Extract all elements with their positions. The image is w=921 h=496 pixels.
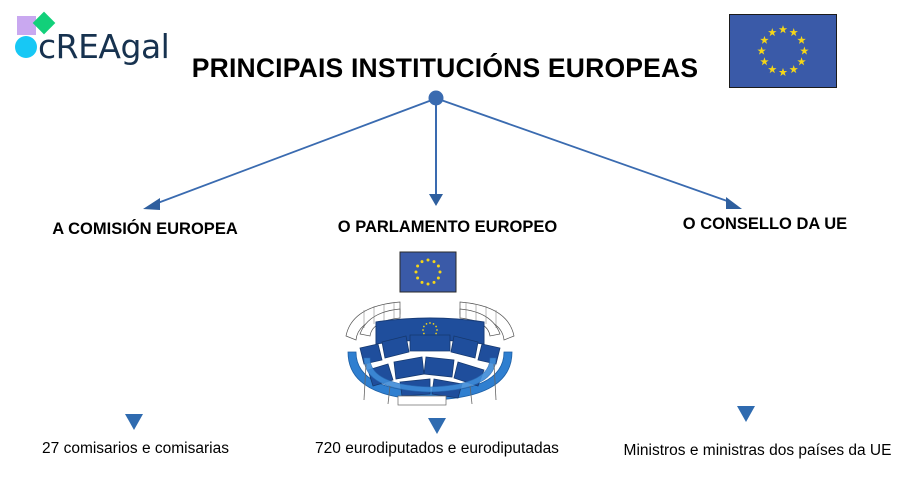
logo-square-icon (17, 16, 36, 35)
arrowhead-parliament-caption (428, 418, 446, 434)
page-title: PRINCIPAIS INSTITUCIÓNS EUROPEAS (191, 53, 699, 83)
branch-label-parliament: O PARLAMENTO EUROPEO (337, 218, 558, 236)
logo-mark (14, 11, 60, 60)
connector-root-to-council (440, 99, 731, 203)
european-union-flag-icon (729, 14, 837, 88)
illustration-inner-desks (359, 334, 501, 399)
illustration-flag-stars (414, 258, 442, 286)
logo-circle-icon (15, 36, 37, 58)
arrowhead-parliament (429, 194, 443, 206)
illustration-front-desk (397, 395, 447, 406)
european-parliament-illustration (345, 251, 515, 406)
root-node (428, 90, 444, 106)
arrowhead-council (726, 197, 742, 209)
caption-council: Ministros e ministras dos países da UE (623, 442, 892, 459)
illustration-outer-ring (347, 351, 513, 401)
branch-label-council: O CONSELLO DA UE (682, 215, 848, 233)
branch-label-commission: A COMISIÓN EUROPEA (52, 220, 238, 238)
arrowhead-council-caption (737, 406, 755, 422)
illustration-mid-ring (363, 357, 497, 393)
arrowhead-commission-caption (125, 414, 143, 430)
connector-root-to-commission (154, 99, 433, 205)
creagal-logo: cREAgal (14, 8, 189, 68)
logo-wordmark: cREAgal (38, 27, 170, 66)
arrowhead-commission (143, 198, 160, 210)
illustration-flag (399, 251, 457, 293)
flag-stars (757, 25, 809, 77)
caption-parliament: 720 eurodiputados e eurodiputadas (315, 440, 559, 457)
caption-commission: 27 comisarios e comisarias (42, 440, 229, 457)
illustration-legs (363, 363, 497, 405)
